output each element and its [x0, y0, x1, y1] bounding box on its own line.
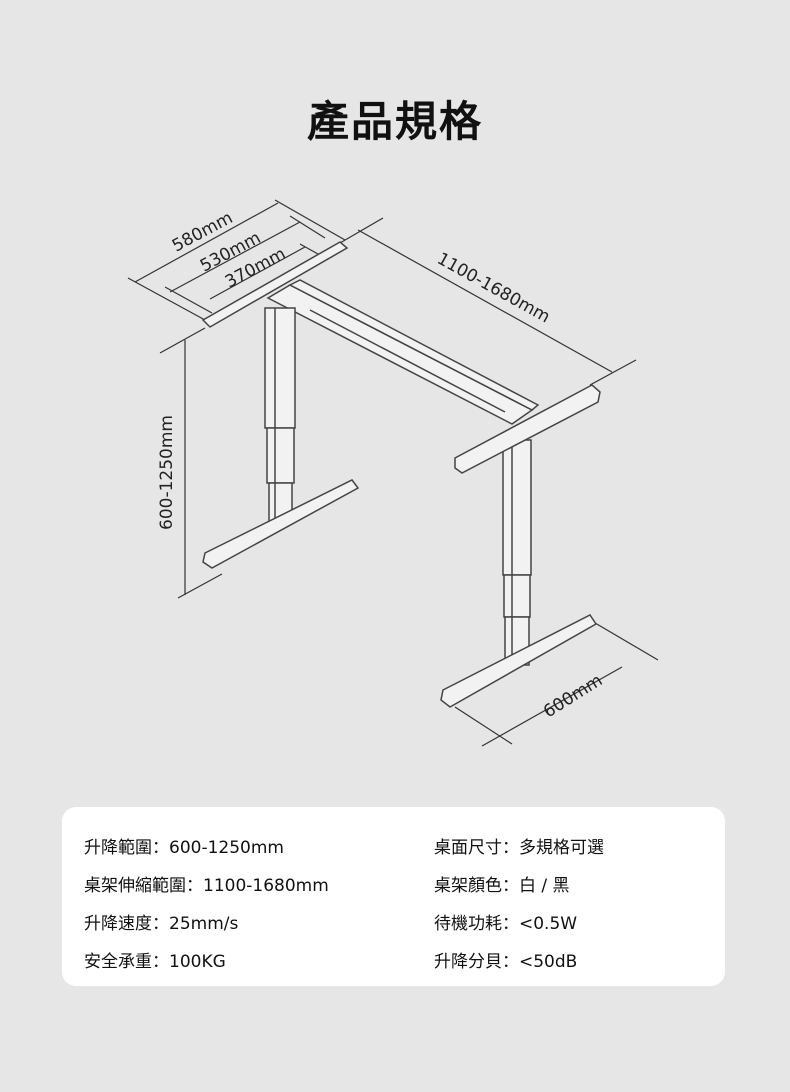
desk-frame-diagram: 580mm 530mm 370mm 1100-1680mm 600-1250mm…: [127, 199, 659, 747]
spec-lift-speed: 升降速度：25mm/s: [84, 914, 239, 934]
dim-length: 1100-1680mm: [434, 249, 554, 327]
spec-frame-extension: 桌架伸縮範圍：1100-1680mm: [84, 876, 329, 896]
dimension-lines: [127, 199, 659, 747]
spec-noise: 升降分貝：<50dB: [434, 952, 578, 972]
page-title: 產品規格: [306, 97, 483, 146]
frame-drawing: [201, 241, 601, 708]
spec-lift-range: 升降範圍：600-1250mm: [84, 838, 284, 858]
spec-load-capacity: 安全承重：100KG: [84, 952, 226, 972]
spec-standby-power: 待機功耗：<0.5W: [434, 914, 578, 934]
dim-height: 600-1250mm: [157, 415, 177, 530]
spec-frame-color: 桌架顏色：白 / 黑: [434, 876, 570, 896]
spec-card: 升降範圍：600-1250mm 桌面尺寸：多規格可選 桌架伸縮範圍：1100-1…: [62, 807, 725, 986]
spec-desktop-size: 桌面尺寸：多規格可選: [434, 838, 604, 858]
dim-foot: 600mm: [540, 671, 606, 723]
